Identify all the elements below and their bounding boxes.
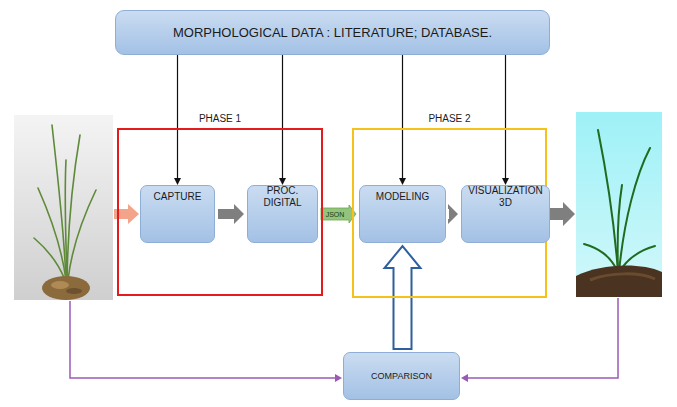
connector: [279, 55, 286, 185]
box-label: COMPARISON: [349, 353, 454, 381]
box-label: PROC. DIGITAL: [253, 169, 312, 209]
box-label: CAPTURE: [146, 169, 209, 203]
box-label: MODELING: [365, 169, 440, 203]
edge-label: JSON: [326, 210, 345, 219]
phase-frame: PHASE 1CAPTUREPROC. DIGITAL: [117, 128, 323, 296]
process-box: COMPARISON: [343, 352, 460, 400]
process-box: PROC. DIGITAL: [247, 185, 318, 243]
phase-label: PHASE 2: [354, 113, 545, 125]
arrowhead: [461, 374, 468, 382]
box-label: VISUALIZATION 3D: [467, 169, 544, 209]
process-box: MODELING: [359, 185, 446, 243]
process-box: CAPTURE: [140, 185, 215, 243]
process-box: VISUALIZATION 3D: [461, 185, 550, 243]
output-arrow: [549, 202, 575, 226]
connector: [502, 55, 509, 185]
phase-label: PHASE 1: [119, 113, 321, 125]
connector: [399, 55, 406, 185]
phase-frame: PHASE 2MODELINGVISUALIZATION 3D: [352, 128, 547, 298]
connector: [218, 204, 244, 224]
plant-photo: [14, 115, 113, 300]
box-label: MORPHOLOGICAL DATA : LITERATURE; DATABAS…: [121, 11, 544, 40]
connector: [448, 204, 458, 224]
connector: [174, 55, 181, 185]
connector: [321, 205, 356, 223]
plant-3d-render: [576, 112, 662, 297]
arrowhead: [335, 374, 342, 382]
data-source-band: MORPHOLOGICAL DATA : LITERATURE; DATABAS…: [115, 10, 550, 55]
